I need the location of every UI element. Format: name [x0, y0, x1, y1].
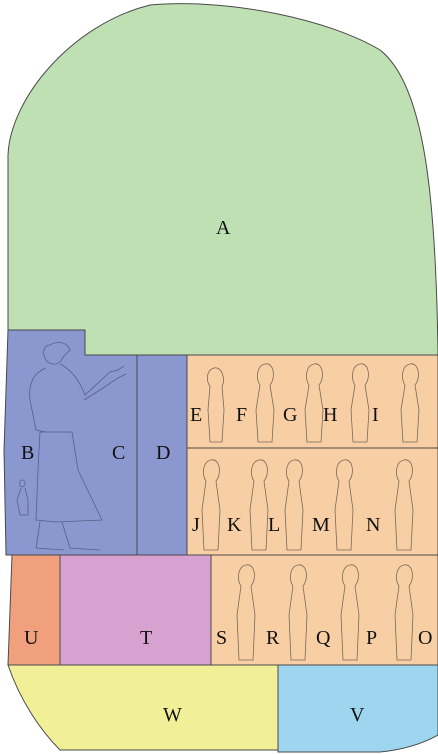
- label-j: J: [192, 514, 200, 536]
- region-register-middle: [187, 448, 438, 555]
- label-r: R: [266, 627, 280, 649]
- label-l: L: [268, 514, 280, 536]
- label-q: Q: [316, 627, 331, 649]
- label-i: I: [372, 404, 379, 426]
- label-a: A: [216, 217, 231, 239]
- label-k: K: [227, 514, 242, 536]
- label-g: G: [283, 404, 297, 426]
- label-b: B: [21, 442, 34, 464]
- label-f: F: [236, 404, 247, 426]
- label-u: U: [24, 627, 39, 649]
- label-m: M: [312, 514, 330, 536]
- label-w: W: [163, 704, 182, 726]
- region-t: [60, 555, 211, 665]
- label-e: E: [190, 404, 202, 426]
- region-register-top: [187, 355, 438, 448]
- region-w: [8, 665, 278, 750]
- label-s: S: [216, 627, 227, 649]
- label-n: N: [366, 514, 380, 536]
- label-h: H: [323, 404, 337, 426]
- label-o: O: [418, 627, 432, 649]
- label-d: D: [156, 442, 170, 464]
- label-p: P: [366, 627, 377, 649]
- label-v: V: [350, 704, 365, 726]
- label-c: C: [112, 442, 125, 464]
- region-a: [8, 4, 438, 355]
- label-t: T: [140, 627, 152, 649]
